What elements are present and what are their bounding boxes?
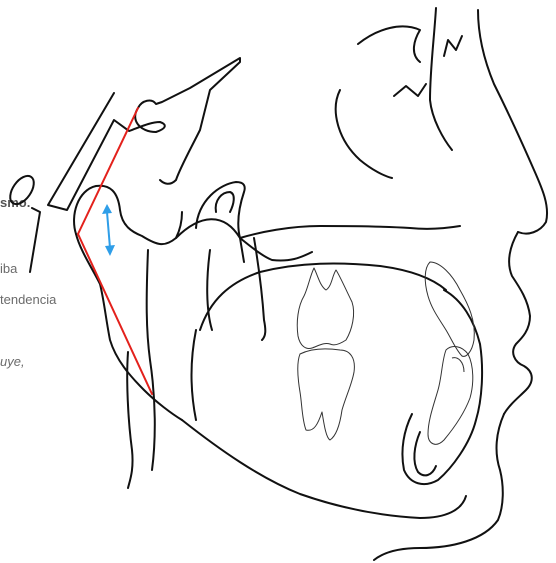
orbit-floor (394, 84, 426, 96)
cranial-base-outline (48, 58, 240, 210)
arrow-head-down-icon (105, 245, 115, 256)
lower-incisor-crown (452, 358, 464, 372)
callout-bracket (30, 208, 40, 272)
mandible-lower-border (192, 330, 197, 420)
measure-arrow (102, 204, 115, 256)
maxilla-outline (240, 226, 460, 238)
symphysis-inner (414, 432, 436, 475)
nasal-bone (444, 36, 462, 56)
nose-profile (478, 10, 547, 234)
chin-soft-tissue (374, 414, 504, 560)
pharynx-line (147, 250, 155, 470)
mastoid-outline (74, 186, 182, 244)
ramus-curve (196, 182, 245, 262)
upper-lip-outline (504, 232, 532, 414)
ramus-outline (127, 352, 132, 488)
zygoma-outline (336, 90, 392, 178)
arrow-head-up-icon (102, 204, 112, 214)
upper-incisor-outline (425, 262, 474, 356)
lower-incisor-outline (428, 347, 473, 445)
inner-ramus-line (207, 250, 212, 330)
reference-line-lower (78, 234, 152, 394)
forehead-outline (430, 8, 452, 150)
mandible-inner (200, 264, 446, 330)
measure-arrow-shaft (107, 212, 110, 248)
lower-molar-outline (298, 349, 355, 440)
ear-rod-ellipse (5, 172, 38, 209)
coronoid-outline (216, 192, 234, 212)
upper-molar-outline (297, 268, 353, 349)
mandible-outline (182, 420, 466, 518)
orbit-outline (358, 26, 420, 62)
